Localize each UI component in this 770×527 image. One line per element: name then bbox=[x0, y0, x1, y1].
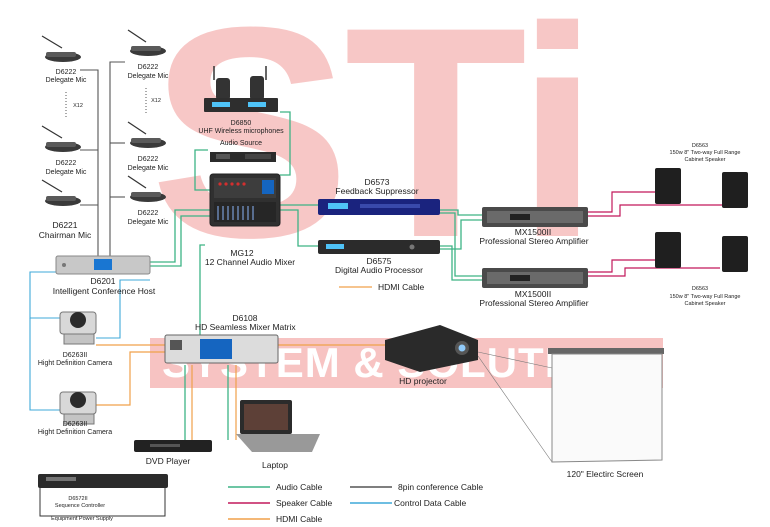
mic-icon bbox=[41, 125, 81, 152]
mic-icon bbox=[127, 175, 166, 202]
amp-1-name: Professional Stereo Amplifier bbox=[479, 236, 589, 246]
matrix-switcher-icon bbox=[164, 334, 279, 364]
delegate-mic-3-name: Delegate Mic bbox=[127, 73, 169, 80]
audio-processor-icon bbox=[318, 240, 440, 254]
camera-2-name: Hight Definition Camera bbox=[37, 429, 113, 436]
mixer-model: MG12 bbox=[230, 248, 254, 258]
wireless-receiver-icon bbox=[204, 66, 278, 112]
feedback-model: D6573 bbox=[364, 177, 390, 187]
delegate-mic-2-model: D6222 bbox=[55, 160, 77, 167]
legend-swatches bbox=[228, 486, 392, 520]
laptop-label: Laptop bbox=[262, 460, 288, 470]
speaker-top-name-1: 150w 8" Two-way Full Range bbox=[669, 150, 741, 156]
mixer-icon bbox=[209, 173, 281, 227]
conference-host-icon bbox=[55, 255, 151, 275]
camera-1-model: D6263II bbox=[62, 352, 88, 359]
screen-label: 120" Electirc Screen bbox=[566, 469, 644, 479]
inline-legend-hdmi: HDMI Cable bbox=[378, 282, 425, 292]
audio-cables bbox=[150, 111, 482, 440]
dsp-name: Digital Audio Processor bbox=[335, 265, 423, 275]
legend-conference-cable: 8pin conference Cable bbox=[398, 482, 484, 492]
sequencer-name-2: Equipment Power Supply bbox=[51, 516, 113, 522]
chairman-mic-name: Chairman Mic bbox=[38, 230, 92, 240]
control-cables bbox=[29, 271, 150, 411]
projection-screen-icon bbox=[548, 348, 664, 463]
delegate-mic-5-model: D6222 bbox=[137, 210, 159, 217]
legend-hdmi-cable: HDMI Cable bbox=[276, 514, 323, 524]
audio-source-label: Audio Source bbox=[219, 140, 263, 147]
speaker-icon bbox=[655, 232, 681, 268]
mic-icon bbox=[41, 179, 81, 206]
dvd-label: DVD Player bbox=[145, 456, 191, 466]
speaker-icon bbox=[722, 236, 748, 272]
camera-icon bbox=[59, 311, 97, 345]
camera-1-name: Hight Definition Camera bbox=[37, 360, 113, 367]
legend-control-cable: Control Data Cable bbox=[394, 498, 467, 508]
sequencer-name: Sequence Controller bbox=[54, 503, 106, 509]
audio-source-icon bbox=[210, 152, 276, 162]
matrix-model: D6108 bbox=[232, 313, 258, 323]
hdmi-cables bbox=[96, 286, 385, 440]
speaker-top-name-2: Cabinet Speaker bbox=[684, 157, 726, 163]
speaker-icon bbox=[655, 168, 681, 204]
speaker-bottom-name-2: Cabinet Speaker bbox=[684, 301, 726, 307]
delegate-mic-4-name: Delegate Mic bbox=[127, 165, 169, 172]
mic-icon bbox=[127, 121, 166, 148]
projector-beam bbox=[477, 351, 553, 463]
host-model: D6201 bbox=[90, 276, 116, 286]
wireless-name: UHF Wireless microphones bbox=[198, 128, 284, 135]
conference-cables bbox=[80, 61, 125, 262]
camera-2-model: D6263II bbox=[62, 421, 88, 428]
dsp-model: D6575 bbox=[366, 256, 392, 266]
laptop-icon bbox=[236, 400, 320, 452]
amp-2-name: Professional Stereo Amplifier bbox=[479, 298, 589, 308]
delegate-mic-3-model: D6222 bbox=[137, 64, 159, 71]
sequence-controller-icon bbox=[38, 474, 168, 488]
feedback-name: Feedback Suppressor bbox=[335, 186, 419, 196]
amp-1-model: MX1500II bbox=[514, 227, 552, 237]
feedback-suppressor-icon bbox=[318, 199, 440, 215]
matrix-name: HD Seamless Mixer Matrix bbox=[195, 322, 296, 332]
speaker-bottom-model: D6563 bbox=[691, 286, 709, 292]
amplifier-icon bbox=[482, 268, 588, 288]
mic-count-right: X12 bbox=[151, 98, 161, 104]
mic-count-left: X12 bbox=[73, 103, 83, 109]
projector-icon bbox=[385, 325, 478, 372]
dvd-player-icon bbox=[134, 440, 212, 452]
delegate-mic-2-name: Delegate Mic bbox=[45, 169, 87, 176]
amplifier-icon bbox=[482, 207, 588, 227]
delegate-mic-4-model: D6222 bbox=[137, 156, 159, 163]
delegate-mic-1-model: D6222 bbox=[55, 69, 77, 76]
watermark-logo: STi bbox=[150, 0, 599, 300]
mixer-name: 12 Channel Audio Mixer bbox=[204, 257, 296, 267]
wireless-model: D6850 bbox=[230, 120, 252, 127]
delegate-mic-5-name: Delegate Mic bbox=[127, 219, 169, 226]
ellipsis-divider bbox=[65, 88, 147, 118]
mic-icon bbox=[41, 35, 81, 62]
chairman-mic-model: D6221 bbox=[52, 220, 78, 230]
legend-audio-cable: Audio Cable bbox=[276, 482, 323, 492]
camera-icon bbox=[59, 391, 97, 425]
speaker-icon bbox=[722, 172, 748, 208]
speaker-bottom-name-1: 150w 8" Two-way Full Range bbox=[669, 294, 741, 300]
mic-icon bbox=[127, 29, 166, 56]
power-cables bbox=[39, 480, 166, 517]
sequencer-model: D6572II bbox=[68, 496, 88, 502]
host-name: Intelligent Conference Host bbox=[52, 286, 156, 296]
amp-2-model: MX1500II bbox=[514, 289, 552, 299]
speaker-top-model: D6563 bbox=[691, 143, 709, 149]
legend-speaker-cable: Speaker Cable bbox=[276, 498, 333, 508]
projector-label: HD projector bbox=[399, 376, 447, 386]
delegate-mic-1-name: Delegate Mic bbox=[45, 77, 87, 84]
